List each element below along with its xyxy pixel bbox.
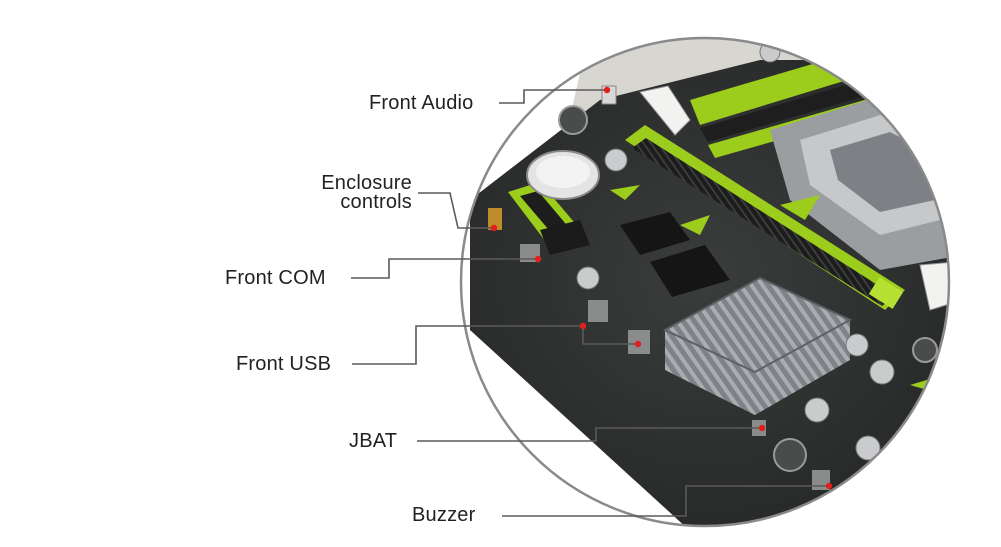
chokes xyxy=(558,105,938,472)
leader-front-audio xyxy=(499,89,606,104)
chipset-heatsink xyxy=(665,278,850,415)
label-front-audio: Front Audio xyxy=(369,92,474,114)
marker-dots xyxy=(490,86,833,490)
marker-jbat xyxy=(758,424,766,432)
marker-front-usb-1 xyxy=(579,322,587,330)
lens-content xyxy=(461,38,949,526)
leader-buzzer xyxy=(502,485,829,517)
marker-front-audio xyxy=(603,86,611,94)
label-enclosure-controls-line1: Enclosure xyxy=(321,172,412,194)
chip xyxy=(620,212,690,255)
label-front-usb: Front USB xyxy=(236,353,332,375)
label-front-com: Front COM xyxy=(225,267,326,289)
leader-front-com xyxy=(351,258,538,279)
label-buzzer: Buzzer xyxy=(412,504,476,526)
marker-buzzer xyxy=(825,482,833,490)
leader-jbat xyxy=(417,427,762,442)
leader-enclosure-controls xyxy=(418,192,493,229)
leader-front-usb xyxy=(352,325,638,365)
marker-enclosure-controls xyxy=(490,224,498,232)
marker-front-com xyxy=(534,255,542,263)
label-enclosure-controls: Enclosure controls xyxy=(306,172,412,213)
label-jbat: JBAT xyxy=(349,430,398,452)
marker-front-usb-2 xyxy=(634,340,642,348)
leader-lines xyxy=(351,89,829,517)
label-enclosure-controls-line2: controls xyxy=(340,191,412,213)
capacitors xyxy=(576,41,895,461)
lens-ring xyxy=(459,36,951,528)
